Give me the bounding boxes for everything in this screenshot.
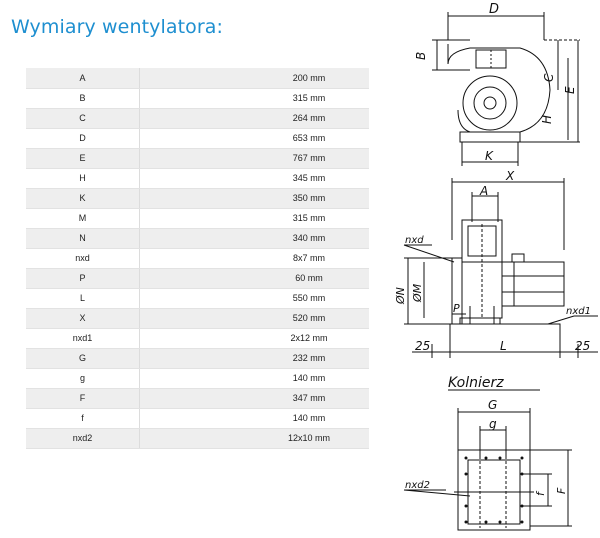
label-A: A [479, 184, 488, 198]
dimension-key: nxd2 [26, 428, 140, 449]
dimension-key: nxd [26, 248, 140, 269]
fan-front-view [432, 12, 580, 166]
dimension-key: E [26, 148, 140, 169]
dimension-key: A [26, 68, 140, 89]
label-L: L [500, 339, 507, 353]
dimension-key: G [26, 348, 140, 369]
label-nxd1: nxd1 [566, 306, 591, 317]
label-g: g [489, 417, 497, 431]
dimension-key: L [26, 288, 140, 309]
label-F: F [555, 487, 568, 494]
dimension-value: 347 mm [139, 388, 369, 409]
label-D: D [489, 2, 499, 17]
dimension-value: 264 mm [139, 108, 369, 129]
label-G: G [488, 398, 497, 412]
dimension-key: M [26, 208, 140, 229]
dimension-key: H [26, 168, 140, 189]
dimension-value: 60 mm [139, 268, 369, 289]
label-nxd2: nxd2 [405, 480, 430, 491]
label-X: X [505, 169, 515, 183]
dimension-value: 350 mm [139, 188, 369, 209]
dimension-value: 140 mm [139, 408, 369, 429]
dimension-value: 2x12 mm [139, 328, 369, 349]
flange-view [403, 408, 572, 531]
dimension-value: 340 mm [139, 228, 369, 249]
dimension-value: 315 mm [139, 208, 369, 229]
label-left-25: 25 [415, 339, 430, 353]
label-C: C [542, 73, 556, 82]
fan-technical-drawing: D B C E H K X A nxd ØN ØM P nxd1 L 25 25… [394, 2, 598, 531]
dimension-key: K [26, 188, 140, 209]
label-right-25: 25 [575, 339, 590, 353]
label-K: K [485, 149, 494, 163]
dimension-value: 345 mm [139, 168, 369, 189]
dimension-key: B [26, 88, 140, 109]
label-M: ØM [411, 283, 424, 303]
dimension-key: X [26, 308, 140, 329]
dimension-value: 767 mm [139, 148, 369, 169]
label-P: P [453, 302, 460, 315]
dimension-value: 520 mm [139, 308, 369, 329]
dimension-value: 200 mm [139, 68, 369, 89]
dimension-key: g [26, 368, 140, 389]
dimension-value: 550 mm [139, 288, 369, 309]
dimension-value: 140 mm [139, 368, 369, 389]
dimension-value: 232 mm [139, 348, 369, 369]
flange-title: Kolnierz [448, 375, 504, 391]
dimension-value: 653 mm [139, 128, 369, 149]
label-nxd: nxd [405, 235, 424, 246]
dimension-key: N [26, 228, 140, 249]
dimension-value: 8x7 mm [139, 248, 369, 269]
dimension-key: D [26, 128, 140, 149]
label-N: ØN [394, 287, 407, 305]
page-title: Wymiary wentylatora: [11, 16, 224, 38]
dimension-value: 12x10 mm [139, 428, 369, 449]
dimension-key: P [26, 268, 140, 289]
label-E: E [563, 86, 577, 94]
dimension-value: 315 mm [139, 88, 369, 109]
fan-side-view [403, 178, 598, 358]
dimension-key: f [26, 408, 140, 429]
dimension-key: nxd1 [26, 328, 140, 349]
label-f: f [534, 490, 547, 496]
dimension-key: F [26, 388, 140, 409]
dimension-key: C [26, 108, 140, 129]
label-B: B [414, 52, 428, 60]
label-H: H [540, 115, 554, 124]
